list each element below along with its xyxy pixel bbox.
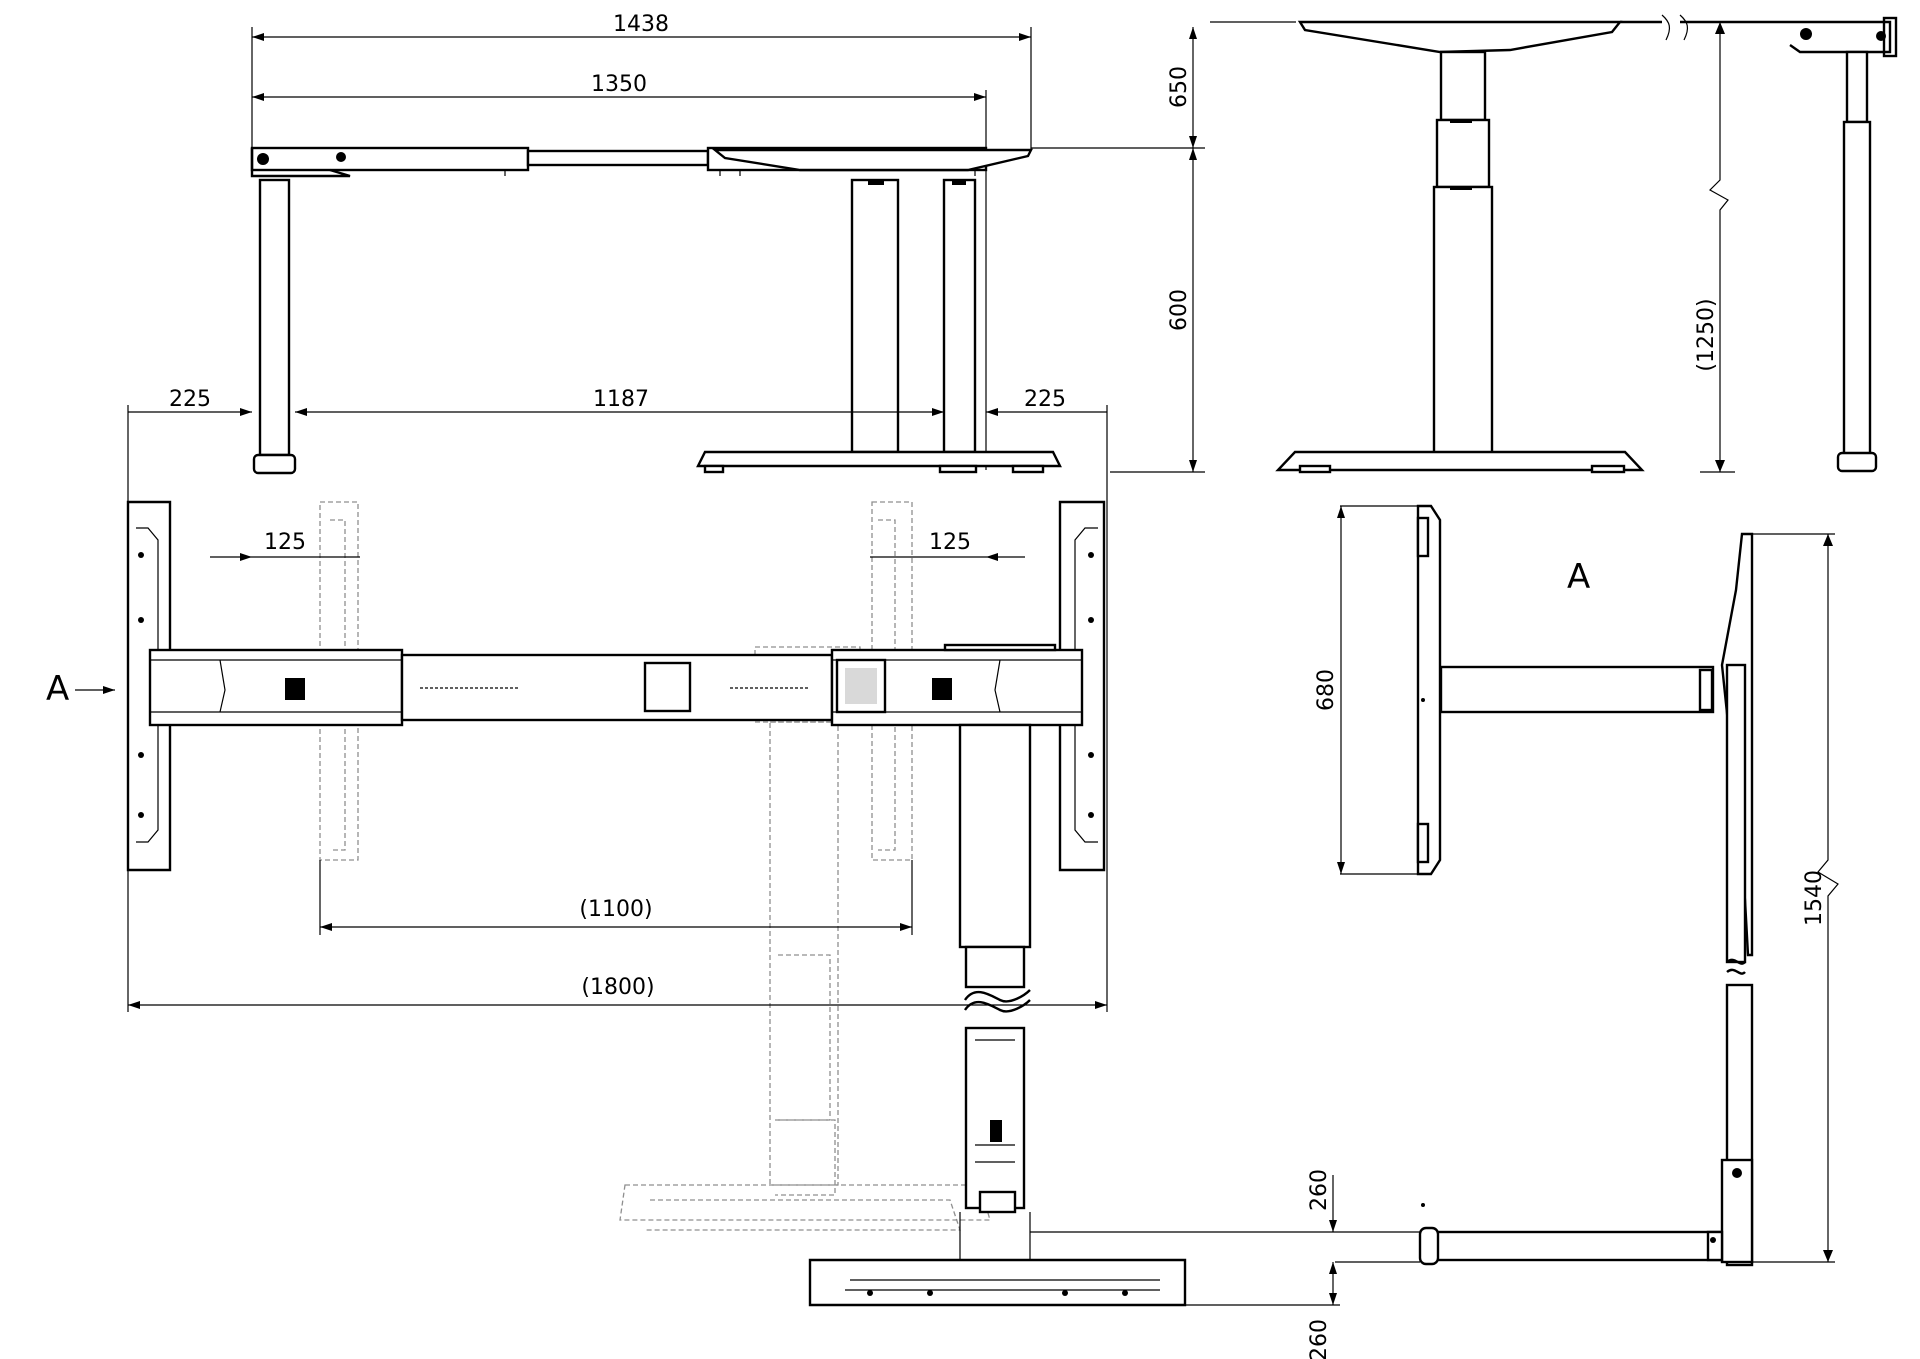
dimension-1350: 1350: [591, 72, 647, 97]
front-leg-center: [850, 178, 900, 454]
dimension-680: 680: [1314, 669, 1339, 711]
side-top-bracket: [1297, 20, 1623, 54]
dimension-260-upper: 260: [1307, 1169, 1332, 1211]
view-a-foot-left: [1416, 504, 1442, 876]
front-top-bracket: [711, 148, 1033, 172]
side-leg-middle: [1435, 118, 1491, 189]
bolt-icon: [1800, 28, 1812, 40]
front-leg-left: [258, 178, 291, 457]
front-foot-left: [252, 453, 297, 475]
dimension-1800: (1800): [581, 975, 654, 1000]
dimension-260-lower: 260: [1307, 1319, 1332, 1359]
dimension-1250: (1250): [1694, 298, 1719, 371]
connector-icon: [990, 1120, 1002, 1142]
front-dimensions: 1438 1350 225 1187 225 650 600: [128, 12, 1197, 472]
side-leg-right-upper: [1845, 50, 1869, 124]
front-leg-right: [942, 178, 977, 454]
view-a-bottom-beam: [1420, 1230, 1722, 1262]
connector-icon: [932, 678, 952, 700]
view-a-beam: [1439, 665, 1715, 714]
dimension-225-left: 225: [169, 387, 211, 412]
control-box: [835, 658, 887, 714]
plan-leg-column-upper: [958, 723, 1032, 949]
dimension-600: 600: [1167, 289, 1192, 331]
bolt-icon: [1732, 1168, 1742, 1178]
front-elevation-view: [127, 27, 1205, 1012]
dimension-1187: 1187: [593, 387, 649, 412]
plan-t-foot: [808, 1258, 1187, 1307]
plan-crossbeam-left: [148, 648, 404, 727]
front-beam-center: [526, 149, 710, 167]
front-t-foot: [696, 450, 1062, 468]
side-view-a: A 680 1540: [1030, 504, 1839, 1359]
view-arrow-label: A: [46, 669, 69, 709]
dimension-1540: 1540: [1802, 870, 1827, 926]
bolt-icon: [336, 152, 346, 162]
dimension-1100: (1100): [579, 897, 652, 922]
view-a-title: A: [1567, 557, 1590, 597]
side-leg-lower: [1432, 185, 1494, 457]
bolt-icon: [257, 153, 269, 165]
dimension-225-right: 225: [1024, 387, 1066, 412]
connector-icon: [285, 678, 305, 700]
side-leg-right-foot: [1836, 451, 1878, 473]
retracted-frame-ghost: [319, 501, 991, 1231]
side-t-foot: [1275, 450, 1645, 472]
plan-view: A: [46, 500, 1187, 1307]
side-leg-right-lower: [1842, 120, 1872, 456]
plan-leg-column-mid: [964, 945, 1026, 989]
dimension-1438: 1438: [613, 12, 669, 37]
plan-dimensions: 125 125 (1100) (1800): [128, 530, 1107, 1009]
side-leg-upper: [1439, 50, 1487, 122]
dimension-125-right: 125: [929, 530, 971, 555]
plan-leg-column-lower: [964, 1026, 1026, 1210]
side-elevation-view: (1250): [1210, 14, 1898, 474]
dimension-125-left: 125: [264, 530, 306, 555]
view-a-column-upper: [1725, 663, 1747, 964]
bolt-icon: [1876, 31, 1886, 41]
front-beam-left: [250, 146, 530, 172]
dimension-650: 650: [1167, 66, 1192, 108]
